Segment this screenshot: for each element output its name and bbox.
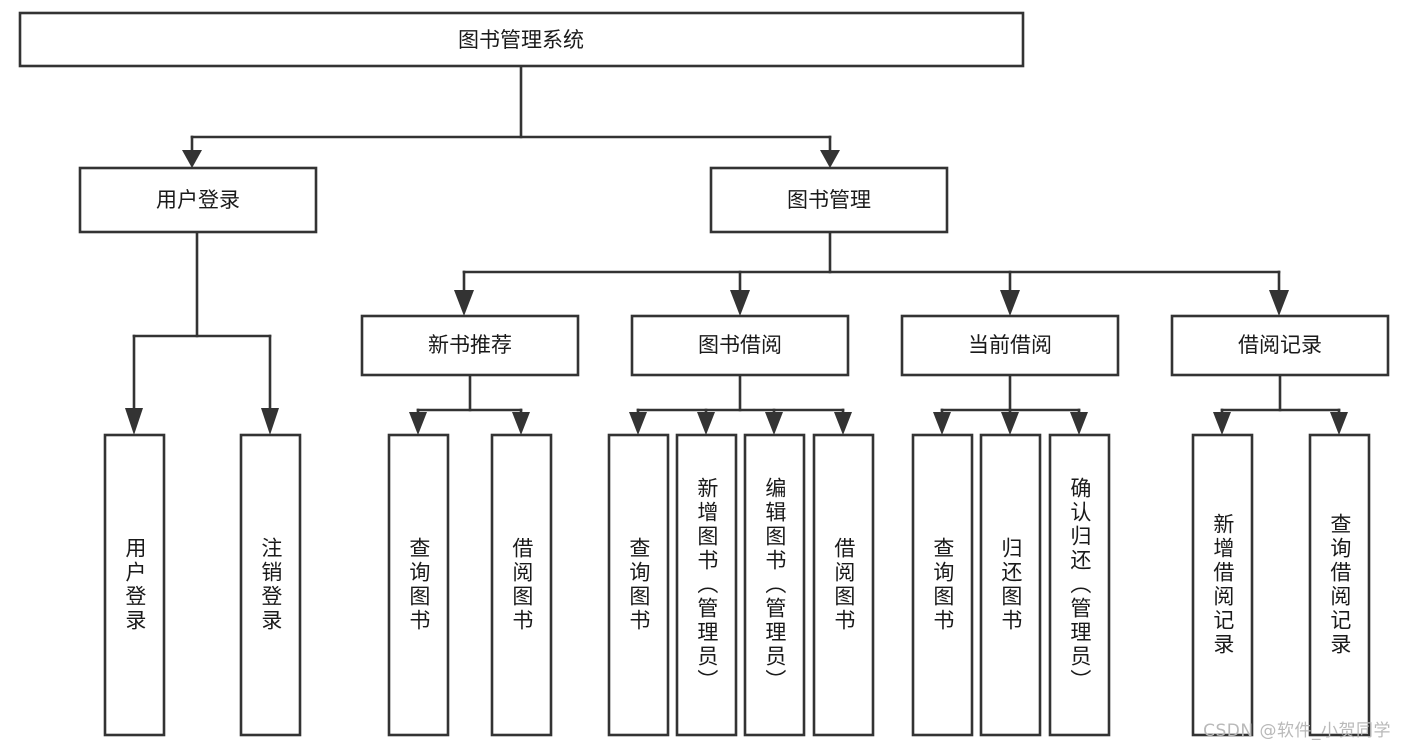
node-new-book-recommend[interactable]: 新书推荐 (360, 314, 580, 377)
arrow-head-icon (697, 412, 715, 435)
arrow-head-icon (1269, 290, 1289, 316)
node-borrow-record[interactable]: 借阅记录 (1170, 314, 1390, 377)
leaf-logout-box[interactable] (239, 433, 302, 737)
leaf-boxes (103, 433, 1371, 737)
arrow-head-icon (1000, 290, 1020, 316)
arrow-head-icon (1213, 412, 1231, 435)
node-book-borrow-label: 图书借阅 (698, 333, 782, 357)
leaf-add-record-box[interactable] (1191, 433, 1254, 737)
connector-bookmanage-to-level3 (454, 230, 1289, 316)
arrow-head-icon (1070, 412, 1088, 435)
arrow-head-icon (261, 408, 279, 435)
node-book-manage-label: 图书管理 (787, 188, 871, 212)
connector-currentborrow-to-leaves (933, 373, 1088, 435)
connector-bookborrow-to-leaves (629, 373, 852, 435)
leaf-query-record-box[interactable] (1308, 433, 1371, 737)
leaf-borrow-book-1-box[interactable] (490, 433, 553, 737)
arrow-head-icon (409, 412, 427, 435)
node-current-borrow[interactable]: 当前借阅 (900, 314, 1120, 377)
node-borrow-record-label: 借阅记录 (1238, 333, 1322, 357)
arrow-head-icon (730, 290, 750, 316)
arrow-head-icon (629, 412, 647, 435)
leaf-edit-book-box[interactable] (743, 433, 806, 737)
node-user-login[interactable]: 用户登录 (78, 166, 318, 234)
node-root[interactable]: 图书管理系统 (18, 11, 1025, 68)
node-user-login-label: 用户登录 (156, 188, 240, 212)
leaf-query-book-3-box[interactable] (911, 433, 974, 737)
watermark-text: CSDN @软件_小贺同学 (1203, 721, 1391, 741)
node-book-manage-box[interactable] (709, 166, 949, 234)
leaf-return-book-box[interactable] (979, 433, 1042, 737)
arrow-head-icon (820, 150, 840, 168)
leaf-query-book-1-box[interactable] (387, 433, 450, 737)
node-borrow-record-box[interactable] (1170, 314, 1390, 377)
node-current-borrow-label: 当前借阅 (968, 333, 1052, 357)
leaf-add-book-box[interactable] (675, 433, 738, 737)
arrow-head-icon (1001, 412, 1019, 435)
arrow-head-icon (454, 290, 474, 316)
arrow-head-icon (512, 412, 530, 435)
connector-borrowrecord-to-leaves (1213, 373, 1348, 435)
arrow-head-icon (182, 150, 202, 168)
node-root-label: 图书管理系统 (458, 28, 584, 52)
node-new-book-recommend-label: 新书推荐 (428, 333, 512, 357)
arrow-head-icon (125, 408, 143, 435)
connector-newbook-to-leaves (409, 373, 530, 435)
node-current-borrow-box[interactable] (900, 314, 1120, 377)
arrow-head-icon (1330, 412, 1348, 435)
node-user-login-box[interactable] (78, 166, 318, 234)
node-root-box[interactable] (18, 11, 1025, 68)
leaf-borrow-book-2-box[interactable] (812, 433, 875, 737)
connector-userlogin-to-leaves (125, 230, 279, 435)
leaf-user-login-box[interactable] (103, 433, 166, 737)
arrow-head-icon (933, 412, 951, 435)
node-book-borrow[interactable]: 图书借阅 (630, 314, 850, 377)
node-book-manage[interactable]: 图书管理 (709, 166, 949, 234)
leaf-confirm-return-box[interactable] (1048, 433, 1111, 737)
node-book-borrow-box[interactable] (630, 314, 850, 377)
node-new-book-recommend-box[interactable] (360, 314, 580, 377)
arrow-head-icon (834, 412, 852, 435)
connector-root-to-level2 (182, 64, 840, 168)
leaf-query-book-2-box[interactable] (607, 433, 670, 737)
arrow-head-icon (765, 412, 783, 435)
